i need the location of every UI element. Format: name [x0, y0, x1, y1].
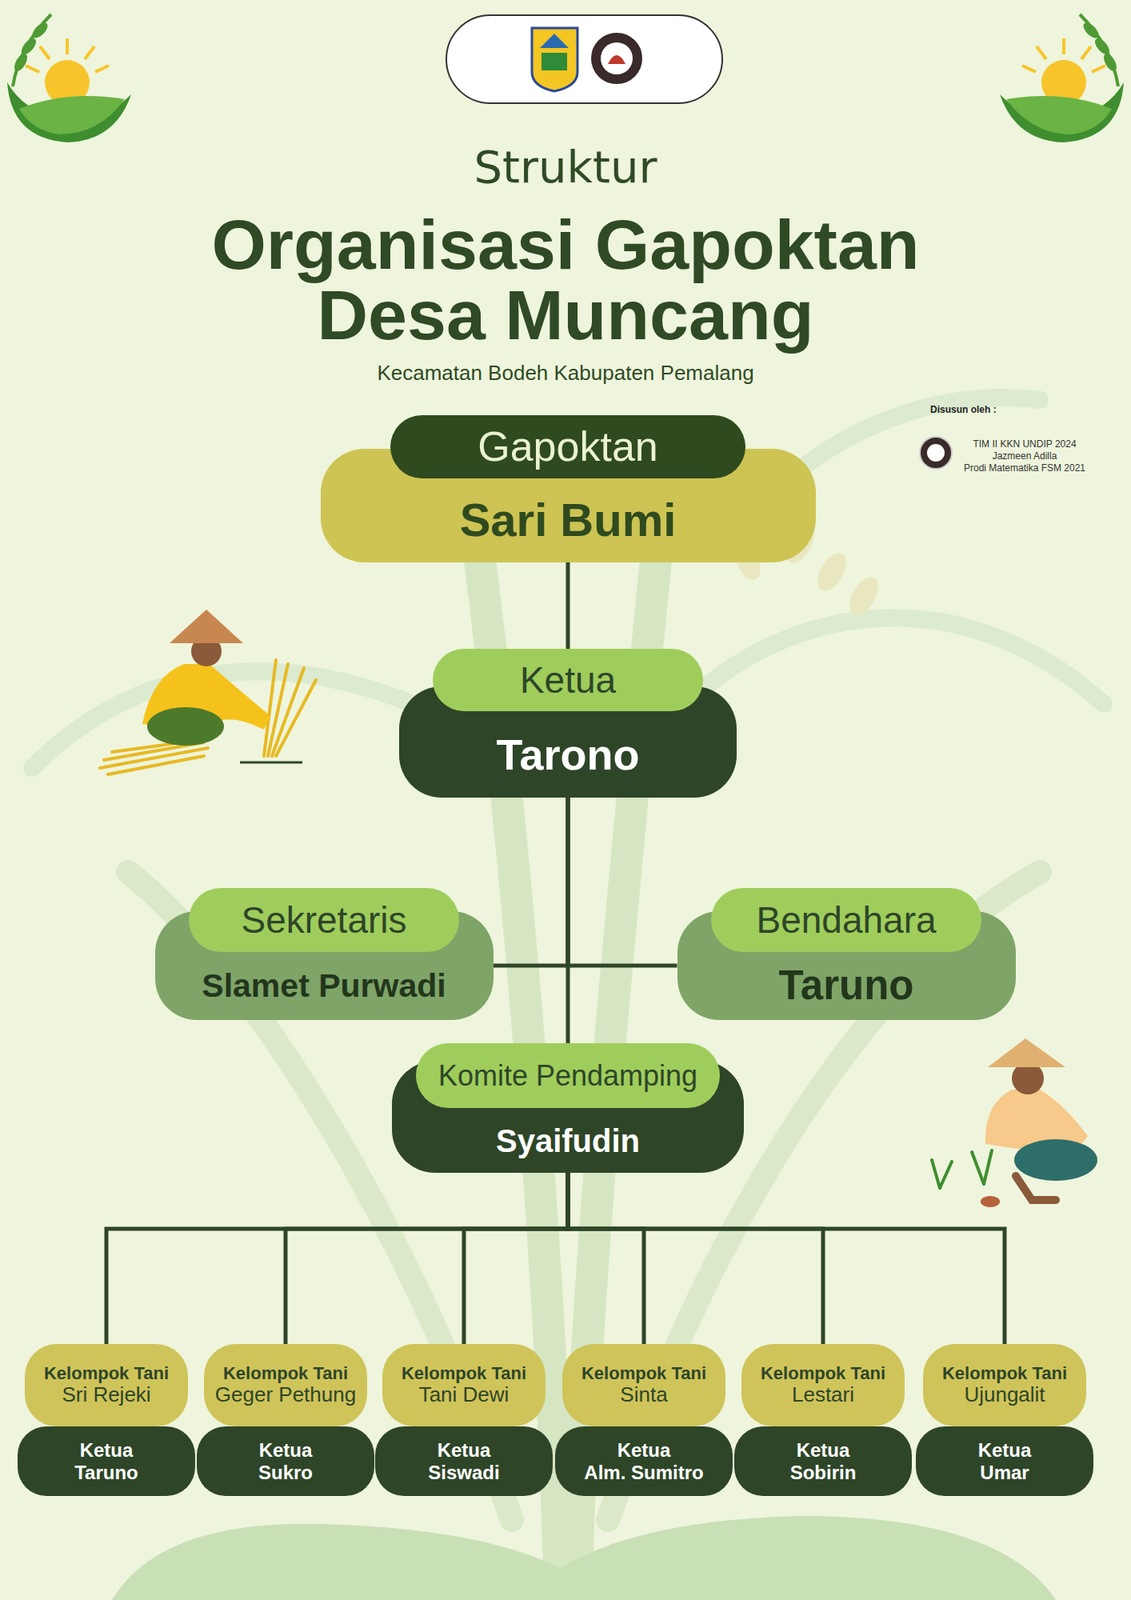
box-heading: Kelompok Tani — [581, 1362, 707, 1383]
role-box: Komite PendampingSyaifudin — [391, 1043, 744, 1173]
box-name: Alm. Sumitro — [583, 1461, 704, 1484]
box-heading: Ketua — [796, 1438, 851, 1462]
box-name: Geger Pethung — [215, 1382, 356, 1407]
credit-line-box: Jazmeen Adilla — [952, 447, 1097, 463]
role-title: Sekretaris — [240, 899, 407, 941]
box-name: Sobirin — [790, 1461, 857, 1484]
person-name: Taruno — [778, 962, 914, 1010]
credit-line: Prodi Matematika FSM 2021 — [963, 462, 1086, 474]
box-name: Sinta — [619, 1382, 668, 1407]
leader-box: KetuaSobirin — [734, 1426, 912, 1496]
title: Organisasi Gapoktan Desa Muncang — [125, 209, 1006, 351]
connector-line — [567, 797, 678, 966]
credit-line-box: Prodi Matematika FSM 2021 — [952, 459, 1097, 475]
box-name: Taruno — [74, 1461, 139, 1484]
credit-heading: Disusun oleh : — [930, 403, 997, 416]
subtitle-top: Struktur — [474, 140, 658, 193]
person-name: Sari Bumi — [459, 493, 677, 548]
box-name: Siswadi — [427, 1461, 500, 1484]
leader-box: KetuaSukro — [196, 1426, 375, 1496]
group-box: Kelompok TaniTani Dewi — [382, 1343, 546, 1427]
connector-line — [106, 1172, 568, 1344]
connector-line — [285, 1172, 568, 1344]
role-box: SekretarisSlamet Purwadi — [155, 887, 494, 1020]
credit-line-box: TIM II KKN UNDIP 2024 — [952, 435, 1097, 451]
box-heading: Kelompok Tani — [223, 1362, 348, 1383]
leader-box: KetuaSiswadi — [375, 1426, 553, 1496]
box-heading: Ketua — [437, 1438, 492, 1462]
box-name: Sukro — [258, 1461, 313, 1484]
header-pill: Gapoktan — [390, 415, 746, 479]
credit-line: Jazmeen Adilla — [992, 450, 1058, 462]
connector-line — [567, 1172, 824, 1344]
box-heading: Ketua — [259, 1438, 313, 1462]
credit-line: TIM II KKN UNDIP 2024 — [972, 438, 1076, 450]
box-heading: Ketua — [978, 1438, 1032, 1462]
leader-box: KetuaAlm. Sumitro — [555, 1426, 733, 1496]
connector-line — [566, 562, 571, 649]
box-heading: Kelompok Tani — [401, 1362, 527, 1383]
person-name: Tarono — [496, 729, 640, 780]
group-box: Kelompok TaniGeger Pethung — [203, 1343, 368, 1427]
box-name: Ujungalit — [963, 1382, 1045, 1407]
role-title: Ketua — [519, 659, 616, 701]
box-name: Sri Rejeki — [61, 1382, 151, 1407]
box-heading: Ketua — [617, 1438, 672, 1462]
connector-line — [567, 1172, 1005, 1344]
box-heading: Kelompok Tani — [942, 1362, 1068, 1383]
person-name: Syaifudin — [495, 1122, 640, 1159]
leader-box: KetuaTaruno — [17, 1426, 196, 1496]
title-block: Organisasi Gapoktan Desa Muncang — [125, 209, 1006, 351]
role-box: BendaharaTaruno — [677, 887, 1016, 1020]
role-title: Gapoktan — [477, 423, 659, 470]
group-box: Kelompok TaniUjungalit — [923, 1343, 1087, 1427]
role-title: Bendahara — [755, 899, 936, 941]
connector-line — [567, 1172, 644, 1344]
role-title: Komite Pendamping — [438, 1059, 698, 1092]
group-box: Kelompok TaniLestari — [741, 1343, 905, 1427]
leader-box: KetuaUmar — [915, 1426, 1094, 1496]
box-heading: Ketua — [79, 1438, 134, 1462]
organization-box: GapoktanSari Bumi — [320, 415, 816, 563]
group-box: Kelompok TaniSri Rejeki — [24, 1343, 188, 1427]
credit-heading-box: Disusun oleh : — [930, 401, 1059, 416]
connector-line — [493, 797, 569, 966]
box-name: Tani Dewi — [419, 1382, 510, 1407]
connector-line — [463, 1172, 568, 1344]
box-heading: Kelompok Tani — [760, 1362, 886, 1383]
header-pill: Bendahara — [711, 887, 982, 952]
header-pill: Komite Pendamping — [415, 1043, 720, 1108]
group-box: Kelompok TaniSinta — [562, 1343, 726, 1427]
subtitle-box: Kecamatan Bodeh Kabupaten Pemalang — [285, 360, 846, 386]
role-box: KetuaTarono — [399, 648, 737, 798]
header-pill: Sekretaris — [188, 887, 460, 952]
header-pill: Ketua — [432, 648, 704, 712]
connector-line — [566, 797, 571, 1044]
box-heading: Kelompok Tani — [43, 1362, 169, 1383]
subtitle-top-box: Struktur — [365, 142, 766, 192]
box-name: Umar — [979, 1461, 1029, 1484]
person-name: Slamet Purwadi — [201, 967, 446, 1005]
box-name: Lestari — [791, 1382, 855, 1407]
subtitle: Kecamatan Bodeh Kabupaten Pemalang — [376, 360, 754, 385]
